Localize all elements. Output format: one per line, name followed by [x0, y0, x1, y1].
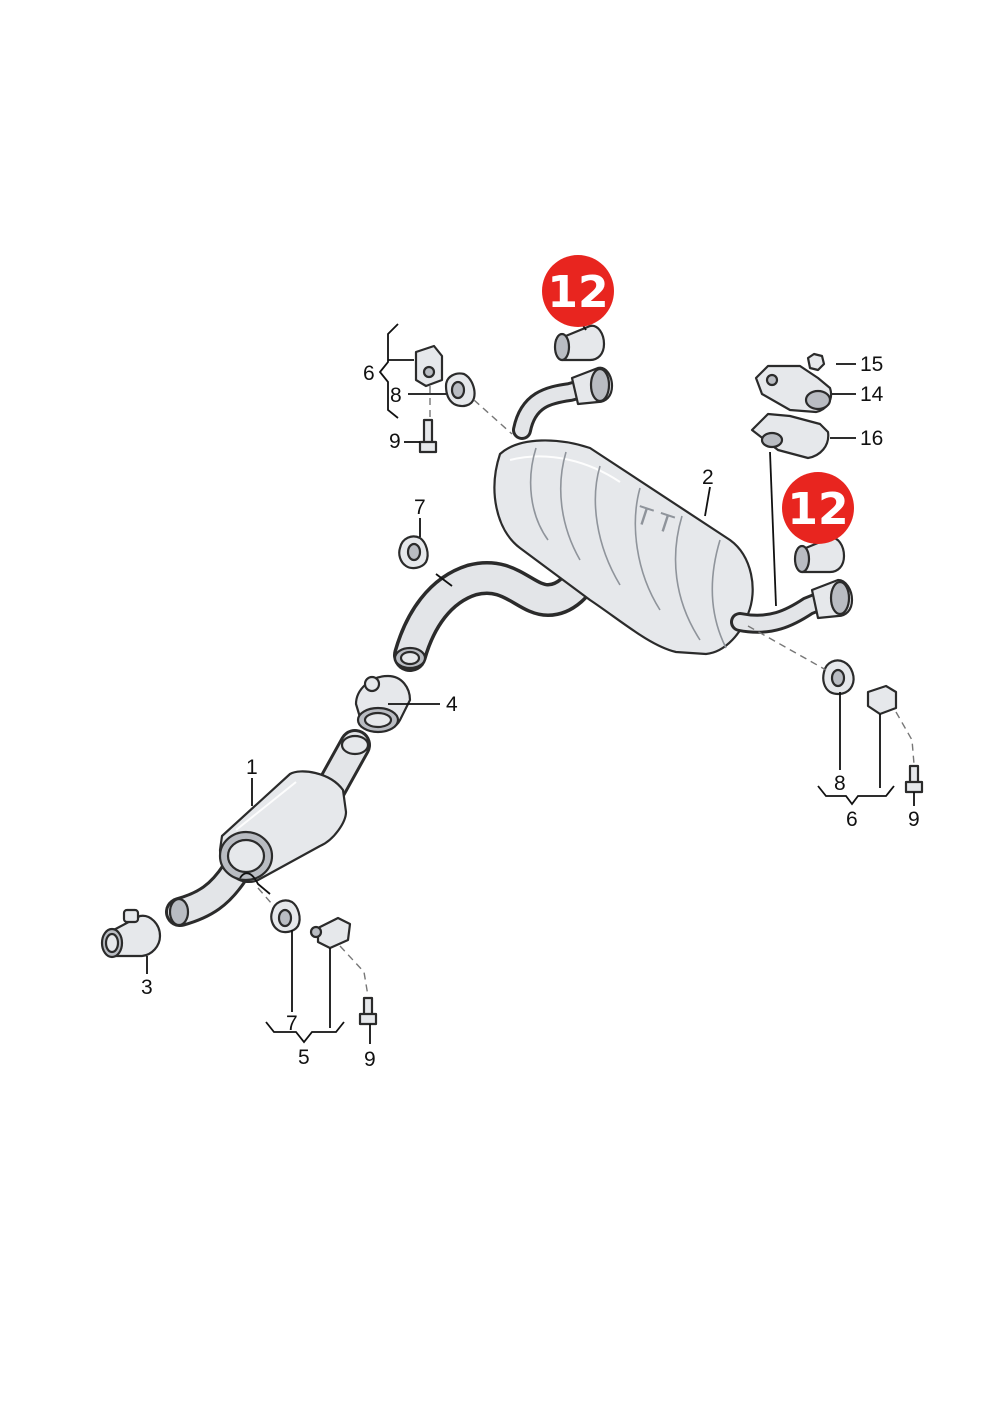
front-inlet-pipe	[165, 857, 250, 927]
callout-9-upper: 9	[389, 430, 401, 453]
callout-5: 5	[298, 1046, 310, 1069]
right-hanger-bracket	[866, 684, 898, 716]
right-mount-dashline	[747, 625, 827, 671]
callout-16: 16	[860, 427, 883, 450]
intermediate-hanger-rod	[435, 573, 453, 587]
tailpipe-left	[512, 366, 614, 440]
upper-hanger-bracket	[414, 344, 444, 388]
callout-7-upper: 7	[414, 496, 426, 519]
callout-9-lower: 9	[364, 1048, 376, 1071]
lower-bolt-dashline	[339, 945, 369, 997]
callouts: 1 2 3 4 5 6 6 7 7 8 8 9 9 9 14 15 16	[141, 353, 920, 1071]
lower-bolt	[358, 996, 378, 1026]
intermediate-pipe	[393, 551, 607, 672]
badge-12-upper-label: 12	[547, 267, 608, 318]
callout-4: 4	[446, 693, 458, 716]
actuator-nut	[806, 352, 826, 372]
connector-sleeve	[354, 674, 412, 734]
tailpipe-tip-upper	[553, 324, 606, 362]
callout-8-lower: 8	[834, 772, 846, 795]
callout-15: 15	[860, 353, 883, 376]
badge-12-right-label: 12	[787, 484, 848, 535]
clamp-front	[100, 908, 162, 959]
center-muffler	[218, 770, 348, 883]
intermediate-rubber-mount	[398, 535, 429, 570]
right-rubber-mount	[822, 659, 855, 696]
upper-mount-dashline	[473, 399, 513, 435]
callout-9-right: 9	[908, 808, 920, 831]
callout-6-lower: 6	[846, 808, 858, 831]
right-bolt	[904, 764, 924, 794]
lower-hanger-bracket	[309, 916, 352, 950]
callout-8-upper: 8	[390, 384, 402, 407]
tailpipe-right	[730, 578, 854, 634]
leader-lines	[146, 317, 915, 1044]
upper-rubber-mount	[444, 372, 476, 408]
flap-actuator	[754, 364, 833, 414]
callout-3: 3	[141, 976, 153, 999]
callout-1: 1	[246, 756, 258, 779]
right-bolt-dashline	[895, 711, 915, 765]
callout-14: 14	[860, 383, 884, 406]
actuator-linkage	[769, 451, 777, 607]
lower-mount-dashline	[257, 887, 273, 905]
callout-2: 2	[702, 466, 714, 489]
badge-12-right: 12	[782, 472, 854, 544]
actuator-bracket	[750, 412, 830, 460]
rear-muffler: T T	[493, 439, 754, 656]
callout-6-upper: 6	[363, 362, 375, 385]
upper-bolt	[418, 418, 438, 454]
muffler1-hanger-rod	[239, 872, 271, 895]
badge-12-upper: 12	[542, 255, 614, 327]
callout-7-lower: 7	[286, 1012, 298, 1035]
lower-rubber-mount	[270, 899, 301, 934]
